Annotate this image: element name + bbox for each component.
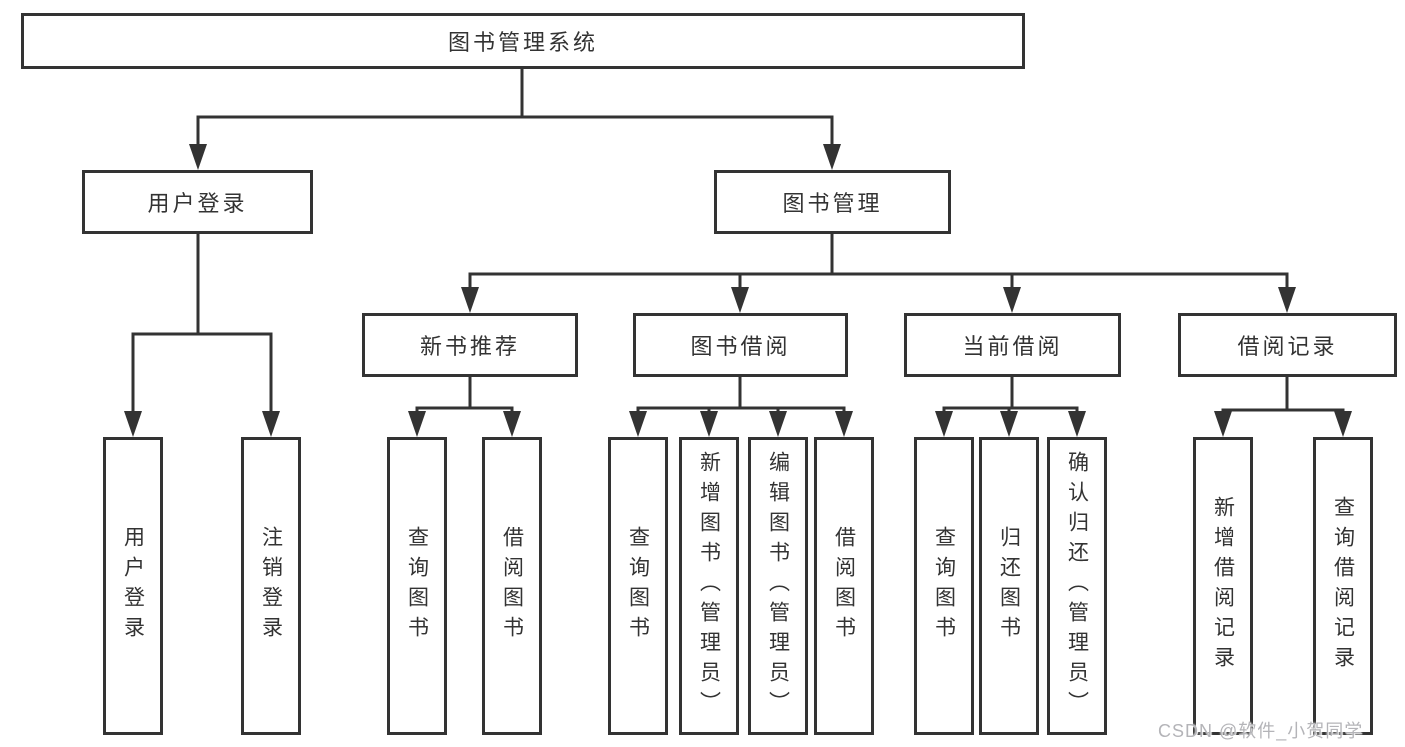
connector-arrowheads [124, 144, 1352, 437]
leaf-query-books-recommend-label: 查询图书 [405, 526, 429, 646]
leaf-logout-label: 注销登录 [259, 526, 283, 646]
leaf-query-books-borrowing: 查询图书 [608, 437, 668, 735]
node-book-management: 图书管理 [714, 170, 951, 234]
leaf-add-book-admin-label: 新增图书（管理员） [697, 451, 721, 721]
leaf-query-borrow-record-label: 查询借阅记录 [1331, 496, 1355, 676]
leaf-query-books-recommend: 查询图书 [387, 437, 447, 735]
leaf-add-book-admin: 新增图书（管理员） [679, 437, 739, 735]
leaf-user-login: 用户登录 [103, 437, 163, 735]
leaf-edit-book-admin-label: 编辑图书（管理员） [766, 451, 790, 721]
node-borrowing-records: 借阅记录 [1178, 313, 1397, 377]
leaf-logout: 注销登录 [241, 437, 301, 735]
node-current-borrowing-label: 当前借阅 [962, 334, 1063, 359]
leaf-borrow-books-borrowing: 借阅图书 [814, 437, 874, 735]
leaf-borrow-books-borrowing-label: 借阅图书 [832, 526, 856, 646]
leaf-query-books-current: 查询图书 [914, 437, 974, 735]
connector-stems [131, 69, 1345, 413]
leaf-return-book: 归还图书 [979, 437, 1039, 735]
leaf-confirm-return-admin: 确认归还（管理员） [1047, 437, 1107, 735]
leaf-borrow-books-recommend: 借阅图书 [482, 437, 542, 735]
node-library-system: 图书管理系统 [21, 13, 1025, 69]
node-library-system-label: 图书管理系统 [447, 30, 598, 55]
leaf-borrow-books-recommend-label: 借阅图书 [500, 526, 524, 646]
leaf-query-books-current-label: 查询图书 [932, 526, 956, 646]
node-borrowing-records-label: 借阅记录 [1237, 334, 1338, 359]
leaf-add-borrow-record-label: 新增借阅记录 [1211, 496, 1235, 676]
watermark: CSDN @软件_小贺同学 [1158, 721, 1364, 741]
leaf-query-borrow-record: 查询借阅记录 [1313, 437, 1373, 735]
node-book-borrowing-label: 图书借阅 [690, 334, 791, 359]
node-user-login-label: 用户登录 [147, 191, 248, 216]
node-book-borrowing: 图书借阅 [633, 313, 848, 377]
node-user-login: 用户登录 [82, 170, 313, 234]
node-current-borrowing: 当前借阅 [904, 313, 1121, 377]
leaf-query-books-borrowing-label: 查询图书 [626, 526, 650, 646]
node-new-book-recommend-label: 新书推荐 [419, 334, 520, 359]
leaf-edit-book-admin: 编辑图书（管理员） [748, 437, 808, 735]
node-book-management-label: 图书管理 [782, 191, 883, 216]
node-new-book-recommend: 新书推荐 [362, 313, 578, 377]
leaf-add-borrow-record: 新增借阅记录 [1193, 437, 1253, 735]
leaf-return-book-label: 归还图书 [997, 526, 1021, 646]
leaf-user-login-label: 用户登录 [121, 526, 145, 646]
leaf-confirm-return-admin-label: 确认归还（管理员） [1065, 451, 1089, 721]
